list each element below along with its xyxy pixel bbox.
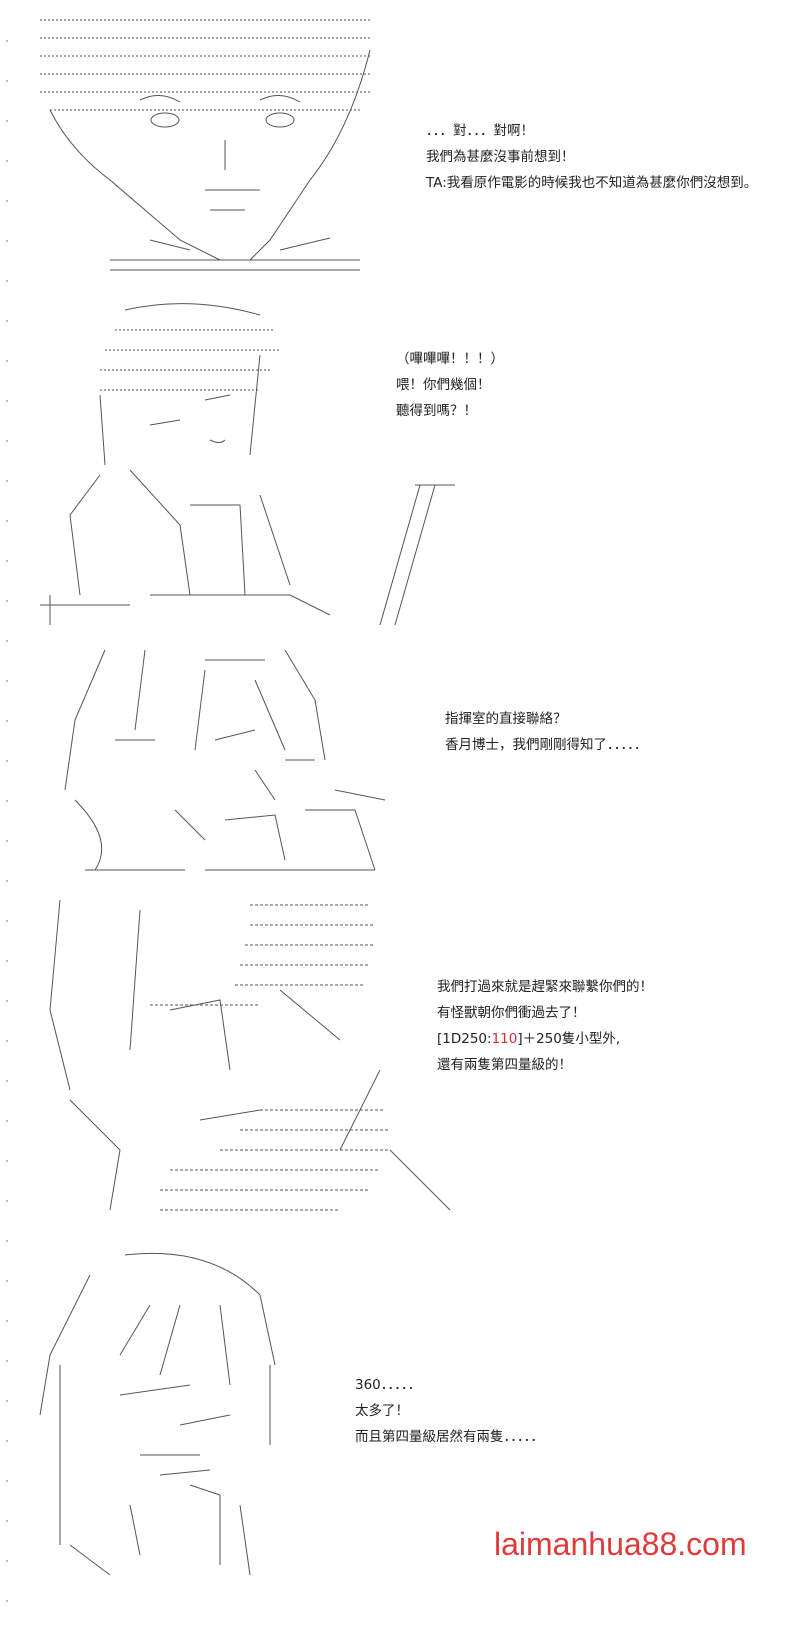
dialog-line: （嗶嗶嗶！！！） bbox=[396, 351, 504, 367]
panel-4-dialog: 我們打過來就是趕緊來聯繫你們的！ 有怪獸朝你們衝過去了！ [1D250:110]… bbox=[437, 974, 653, 1078]
margin-dots bbox=[6, 40, 10, 1640]
dialog-line: ．．．對．．．對啊！ bbox=[426, 123, 534, 139]
panel-4: 我們打過來就是趕緊來聯繫你們的！ 有怪獸朝你們衝過去了！ [1D250:110]… bbox=[0, 880, 800, 1230]
panel-2-ascii-art bbox=[30, 295, 470, 625]
dice-roll-line: [1D250:110]＋250隻小型外, bbox=[437, 1026, 653, 1052]
panel-3-dialog: 指揮室的直接聯絡？ 香月博士，我們剛剛得知了．．．．． bbox=[445, 706, 648, 758]
watermark-text: laimanhua88.com bbox=[494, 1526, 747, 1562]
dialog-line: 有怪獸朝你們衝過去了！ bbox=[437, 1005, 586, 1021]
dialog-line: 我們打過來就是趕緊來聯繫你們的！ bbox=[437, 979, 653, 995]
dialog-line: 還有兩隻第四量級的！ bbox=[437, 1057, 572, 1073]
dice-prefix: [1D250: bbox=[437, 1031, 492, 1047]
panel-2-dialog: （嗶嗶嗶！！！） 喂！你們幾個！ 聽得到嗎？！ bbox=[396, 346, 504, 424]
dialog-line: 而且第四量級居然有兩隻．．．．． bbox=[355, 1429, 544, 1445]
dialog-line: 指揮室的直接聯絡？ bbox=[445, 711, 567, 727]
panel-3: 指揮室的直接聯絡？ 香月博士，我們剛剛得知了．．．．． bbox=[0, 630, 800, 880]
dice-suffix: ]＋250隻小型外, bbox=[517, 1031, 621, 1047]
dice-value: 110 bbox=[491, 1031, 518, 1047]
panel-4-ascii-art bbox=[40, 890, 470, 1220]
panel-3-ascii-art bbox=[55, 640, 395, 880]
panel-1-dialog: ．．．對．．．對啊！ 我們為甚麼沒事前想到！ TA:我看原作電影的時候我也不知道… bbox=[426, 118, 757, 196]
dialog-line: TA:我看原作電影的時候我也不知道為甚麼你們沒想到。 bbox=[426, 175, 758, 191]
panel-2: （嗶嗶嗶！！！） 喂！你們幾個！ 聽得到嗎？！ bbox=[0, 290, 800, 630]
dialog-line: 喂！你們幾個！ bbox=[396, 377, 491, 393]
panel-1: ．．．對．．．對啊！ 我們為甚麼沒事前想到！ TA:我看原作電影的時候我也不知道… bbox=[0, 0, 800, 290]
dialog-line: 太多了！ bbox=[355, 1403, 409, 1419]
dialog-line: 聽得到嗎？！ bbox=[396, 403, 477, 419]
dialog-line: 我們為甚麼沒事前想到！ bbox=[426, 149, 575, 165]
dialog-line: 香月博士，我們剛剛得知了．．．．． bbox=[445, 737, 648, 753]
dialog-line: 360．．．．． bbox=[355, 1377, 422, 1393]
panel-1-ascii-art bbox=[30, 10, 390, 280]
panel-5-dialog: 360．．．．． 太多了！ 而且第四量級居然有兩隻．．．．． bbox=[355, 1372, 544, 1450]
panel-5-ascii-art bbox=[30, 1245, 290, 1585]
panel-5: 360．．．．． 太多了！ 而且第四量級居然有兩隻．．．．． bbox=[0, 1230, 800, 1618]
